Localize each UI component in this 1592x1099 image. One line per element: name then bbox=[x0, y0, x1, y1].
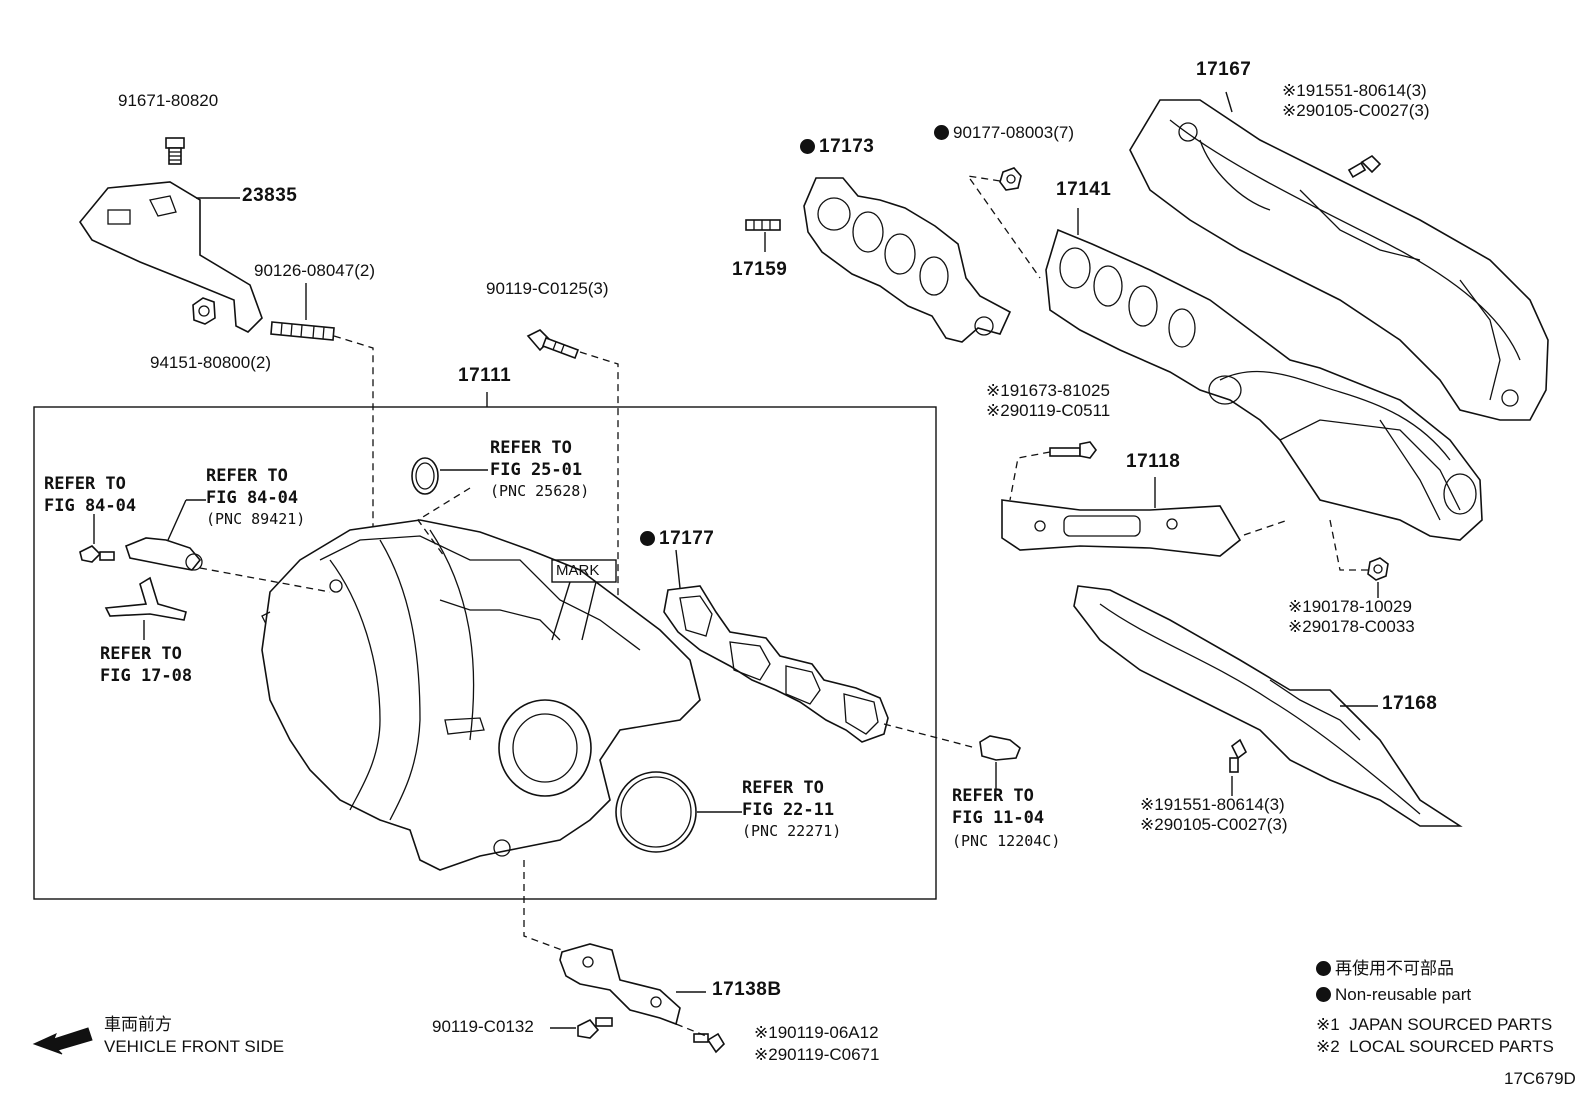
bracket-17138B bbox=[559, 943, 706, 1026]
bolt-191551-upper bbox=[1347, 154, 1382, 179]
refer-84-04-b-pnc: (PNC 89421) bbox=[206, 510, 306, 528]
refer-84-04-b: REFER TO bbox=[206, 466, 288, 486]
refer-22-11-fig: FIG 22-11 bbox=[742, 800, 835, 820]
label-17111: 17111 bbox=[458, 365, 512, 386]
bolt-90119-C0132 bbox=[550, 1017, 613, 1039]
nonreusable-dot-icon bbox=[1316, 961, 1331, 976]
bracket-17118 bbox=[1001, 477, 1242, 557]
refer-11-04-fig: FIG 11-04 bbox=[952, 808, 1045, 828]
bolt-191551-lower bbox=[1229, 738, 1248, 796]
label-90119-C0125: 90119-C0125(3) bbox=[486, 279, 609, 298]
bolt-91671 bbox=[165, 137, 185, 165]
manifold-17141 bbox=[1045, 208, 1483, 541]
label-17168-note1: ※191551-80614(3) bbox=[1140, 795, 1285, 814]
nonreusable-dot-icon bbox=[800, 139, 815, 154]
stud-90126 bbox=[270, 283, 335, 341]
label-90119-C0132: 90119-C0132 bbox=[432, 1017, 534, 1036]
label-17141: 17141 bbox=[1056, 179, 1112, 200]
label-17177: 17177 bbox=[640, 529, 714, 548]
legend-local-sourced: ※2 LOCAL SOURCED PARTS bbox=[1316, 1037, 1554, 1056]
label-17167-note1: ※191551-80614(3) bbox=[1282, 81, 1427, 100]
refer-22-11: REFER TO bbox=[742, 778, 824, 798]
label-17118-note2: ※290119-C0511 bbox=[986, 401, 1111, 420]
nut-94151 bbox=[192, 297, 216, 325]
mark-box bbox=[551, 559, 617, 583]
label-94151: 94151-80800(2) bbox=[150, 353, 271, 372]
fitting-12204C bbox=[979, 735, 1021, 790]
direction-en: VEHICLE FRONT SIDE bbox=[104, 1037, 285, 1056]
nut-190178 bbox=[1367, 557, 1389, 581]
gasket-ring-25628 bbox=[411, 457, 488, 495]
label-17118: 17118 bbox=[1126, 451, 1181, 472]
nonreusable-dot-icon bbox=[1316, 987, 1331, 1002]
legend-japan-sourced: ※1 JAPAN SOURCED PARTS bbox=[1316, 1015, 1553, 1034]
refer-17-08-fig: FIG 17-08 bbox=[100, 666, 193, 686]
label-17167: 17167 bbox=[1196, 59, 1252, 80]
bolt-190119 bbox=[693, 1032, 726, 1054]
hose-17-08 bbox=[104, 576, 187, 640]
bolt-90119-C0125 bbox=[526, 329, 580, 360]
label-90126: 90126-08047(2) bbox=[254, 261, 375, 280]
refer-25-01: REFER TO bbox=[490, 438, 572, 458]
label-17118-note1: ※191673-81025 bbox=[986, 381, 1110, 400]
legend-nonreusable-en: Non-reusable part bbox=[1316, 986, 1471, 1003]
bolt-84-04 bbox=[79, 514, 115, 563]
insulator-17167 bbox=[1129, 91, 1549, 421]
label-17167-note2: ※290105-C0027(3) bbox=[1282, 101, 1430, 120]
gasket-17177 bbox=[663, 549, 889, 743]
front-arrow-icon bbox=[32, 1027, 93, 1055]
stud-17159 bbox=[745, 219, 781, 252]
nonreusable-dot-icon bbox=[934, 125, 949, 140]
mark-label: MARK bbox=[556, 562, 600, 579]
label-17159: 17159 bbox=[732, 259, 788, 280]
nut-90177 bbox=[999, 167, 1022, 191]
refer-11-04-pnc: (PNC 12204C) bbox=[952, 832, 1061, 850]
legend-nonreusable-jp: 再使用不可部品 bbox=[1316, 960, 1454, 977]
label-17138B: 17138B bbox=[712, 979, 782, 1000]
refer-25-01-pnc: (PNC 25628) bbox=[490, 482, 590, 500]
gasket-ring-22271 bbox=[615, 771, 742, 853]
bracket-23835 bbox=[79, 181, 263, 333]
refer-17-08: REFER TO bbox=[100, 644, 182, 664]
insulator-17168 bbox=[1073, 585, 1463, 827]
refer-84-04-b-fig: FIG 84-04 bbox=[206, 488, 299, 508]
drawing-code: 17C679D bbox=[1504, 1069, 1576, 1088]
refer-11-04: REFER TO bbox=[952, 786, 1034, 806]
nonreusable-dot-icon bbox=[640, 531, 655, 546]
refer-84-04-a: REFER TO bbox=[44, 474, 126, 494]
label-190178: ※190178-10029 bbox=[1288, 597, 1412, 616]
sensor-89421 bbox=[125, 499, 206, 571]
label-90177: 90177-08003(7) bbox=[934, 124, 1074, 141]
refer-25-01-fig: FIG 25-01 bbox=[490, 460, 583, 480]
label-17168-note2: ※290105-C0027(3) bbox=[1140, 815, 1288, 834]
label-290178: ※290178-C0033 bbox=[1288, 617, 1415, 636]
direction-jp: 車両前方 bbox=[104, 1015, 172, 1034]
refer-84-04-a-fig: FIG 84-04 bbox=[44, 496, 137, 516]
assembly-frame bbox=[33, 406, 937, 900]
label-190119: ※190119-06A12 bbox=[754, 1023, 879, 1042]
label-17173: 17173 bbox=[800, 137, 874, 156]
label-23835: 23835 bbox=[242, 185, 298, 206]
refer-22-11-pnc: (PNC 22271) bbox=[742, 822, 842, 840]
gasket-17173 bbox=[803, 177, 1012, 343]
label-290119: ※290119-C0671 bbox=[754, 1045, 880, 1064]
bolt-191673 bbox=[1049, 441, 1097, 459]
label-91671: 91671-80820 bbox=[118, 91, 219, 110]
label-17168: 17168 bbox=[1382, 693, 1438, 714]
